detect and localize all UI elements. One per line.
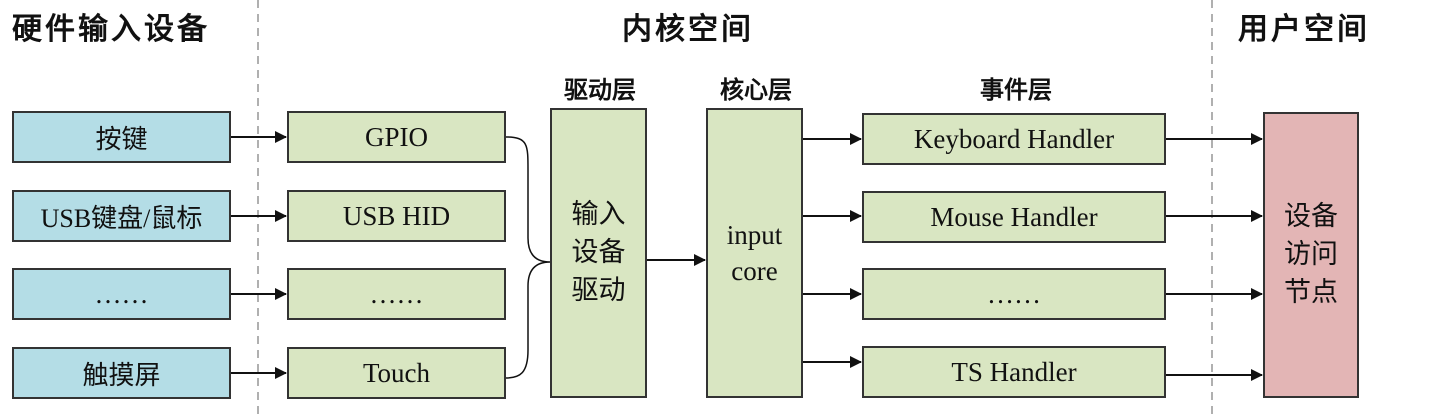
device-access-node: 设备 访问 节点 xyxy=(1263,112,1359,398)
input-device-driver-line-2: 设备 xyxy=(571,237,626,268)
input-core-line-1: input xyxy=(726,220,783,250)
hardware-device-more: …… xyxy=(12,268,231,320)
input-device-driver: 输入 设备 驱动 xyxy=(550,108,647,398)
driver-usb-hid: USB HID xyxy=(287,190,506,242)
hardware-device-touchscreen: 触摸屏 xyxy=(12,347,231,399)
section-title-kernel: 内核空间 xyxy=(622,12,754,47)
handler-more: …… xyxy=(862,268,1166,320)
input-core: input core xyxy=(706,108,803,398)
layer-title-driver: 驱动层 xyxy=(564,76,636,104)
input-device-driver-line-3: 驱动 xyxy=(571,275,626,306)
input-device-driver-line-1: 输入 xyxy=(571,199,626,230)
handler-mouse: Mouse Handler xyxy=(862,191,1166,243)
driver-gpio: GPIO xyxy=(287,111,506,163)
device-access-node-line-3: 节点 xyxy=(1284,277,1338,308)
handler-ts: TS Handler xyxy=(862,346,1166,398)
section-title-hardware: 硬件输入设备 xyxy=(12,12,210,47)
input-core-line-2: core xyxy=(731,256,778,286)
layer-title-event: 事件层 xyxy=(980,76,1052,104)
section-title-user: 用户空间 xyxy=(1238,12,1370,47)
handler-keyboard: Keyboard Handler xyxy=(862,113,1166,165)
driver-brace xyxy=(505,136,551,379)
driver-more: …… xyxy=(287,268,506,320)
hardware-device-keys: 按键 xyxy=(12,111,231,163)
device-access-node-line-2: 访问 xyxy=(1284,239,1338,270)
driver-touch: Touch xyxy=(287,347,506,399)
device-access-node-line-1: 设备 xyxy=(1284,201,1338,232)
layer-title-core: 核心层 xyxy=(720,76,792,104)
hardware-device-usb: USB键盘/鼠标 xyxy=(12,190,231,242)
